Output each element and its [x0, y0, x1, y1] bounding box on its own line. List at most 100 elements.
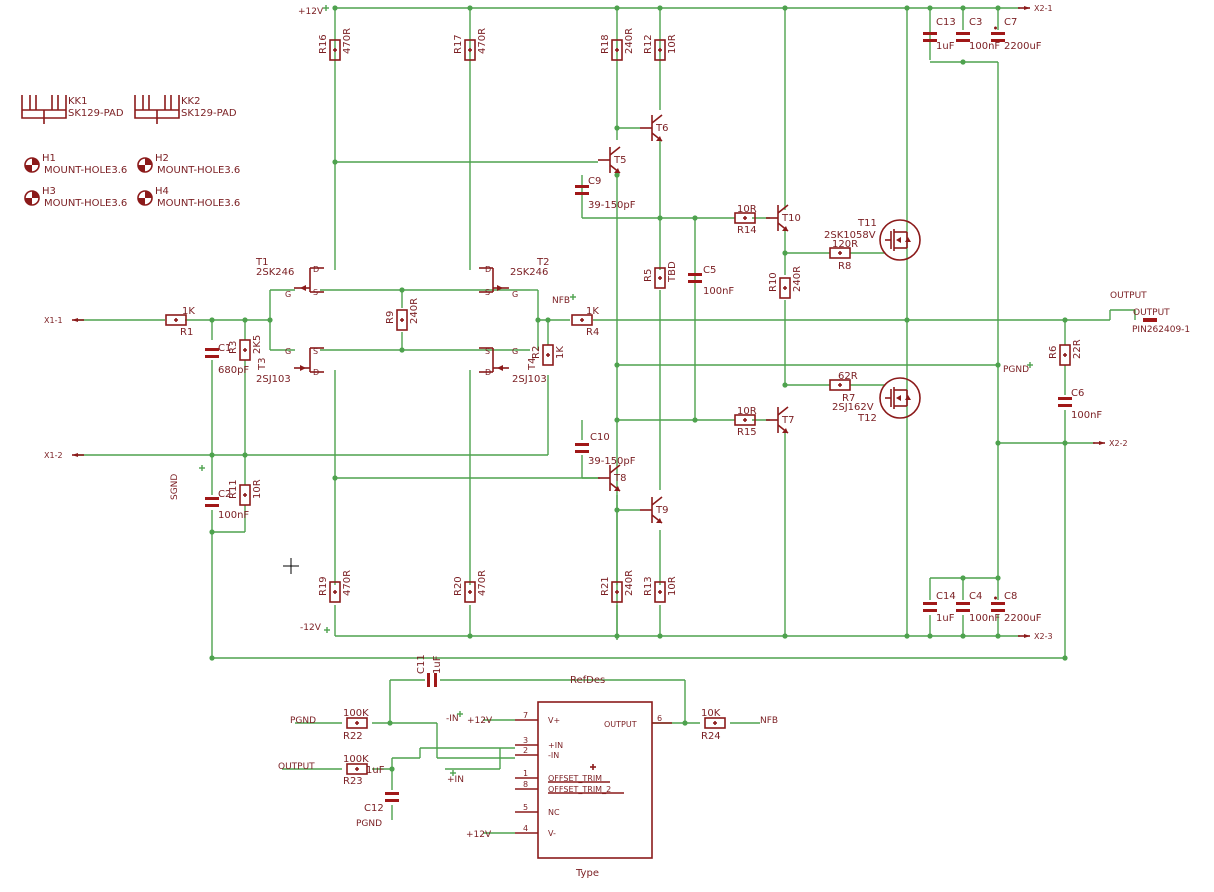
capacitor-value: 100nF	[969, 613, 1000, 624]
junction-dot	[904, 317, 910, 323]
net-label: NFB	[552, 296, 570, 306]
resistor-value: 470R	[477, 28, 488, 54]
net-label: OUTPUT	[1110, 291, 1147, 301]
transistor-name: T2	[536, 257, 549, 268]
transistor-t9: T9	[640, 496, 668, 524]
transistor-t7: T7	[766, 406, 794, 434]
pin-label: G	[285, 290, 291, 299]
connector-pin: X2-2	[1093, 439, 1128, 448]
junction-dot	[209, 452, 215, 458]
net-label: SGND	[170, 474, 180, 500]
transistor-value: 2SK1058V	[824, 230, 876, 241]
pin-label: D	[485, 368, 491, 377]
junction-dot	[399, 347, 405, 353]
junction-dot	[927, 633, 933, 639]
resistor-name: R2	[531, 346, 542, 359]
junction-dot	[960, 633, 966, 639]
opamp-pin-num: 7	[523, 711, 528, 720]
junction-dot	[332, 5, 338, 11]
resistor-value: 240R	[409, 298, 420, 324]
junction-dot	[782, 633, 788, 639]
junction-dot	[904, 5, 910, 11]
capacitor-value: 1uF	[936, 41, 955, 52]
resistor-value: 10R	[667, 576, 678, 596]
junction-dot	[692, 215, 698, 221]
junction-dot	[1062, 440, 1068, 446]
pin-label: S	[313, 347, 318, 356]
junction-dot	[242, 452, 248, 458]
transistor-name: T12	[857, 413, 877, 424]
net-label: +12V	[466, 830, 492, 840]
transistor-name: T1	[255, 257, 268, 268]
hole-name: H3	[42, 186, 56, 197]
heatsink-value: SK129-PAD	[181, 108, 237, 119]
pin-label: S	[313, 288, 318, 297]
resistor-name: R16	[318, 34, 329, 54]
resistor-name: R3	[228, 341, 239, 354]
opamp-pin-num: 6	[657, 714, 662, 723]
transistor-value: 2SK246	[256, 267, 294, 278]
capacitor-value: 100nF	[1071, 410, 1102, 421]
transistor-value: 2SJ103	[512, 374, 547, 385]
junction-dot	[927, 5, 933, 11]
junction-dot	[387, 720, 393, 726]
net-label: -IN	[446, 714, 459, 724]
net-label: OUTPUT	[278, 762, 315, 772]
capacitor-name: C3	[969, 17, 982, 28]
transistor-value: 2SJ162V	[832, 402, 874, 413]
net-label: PGND	[356, 819, 382, 829]
capacitor-name: C2	[218, 489, 231, 500]
resistor-value: 240R	[624, 570, 635, 596]
resistor-name: R23	[343, 776, 363, 787]
connector-pin: X2-1	[1018, 4, 1053, 13]
crosshair-icon	[283, 558, 299, 574]
capacitor-value: 1uF	[432, 655, 443, 674]
junction-dot	[657, 215, 663, 221]
opamp-pin-label: -IN	[548, 751, 559, 760]
transistor-name: T11	[857, 218, 877, 229]
hole-value: MOUNT-HOLE3.6	[44, 165, 127, 176]
net-label: +12V	[467, 716, 493, 726]
resistor-name: R9	[385, 311, 396, 324]
pin-label: S	[485, 347, 490, 356]
pin-name: OUTPUT	[1133, 308, 1170, 318]
opamp-type: Type	[575, 868, 599, 879]
hole-value: MOUNT-HOLE3.6	[157, 198, 240, 209]
connector-label: X2-2	[1109, 439, 1128, 448]
capacitor-name: C13	[936, 17, 956, 28]
junction-dot	[332, 159, 338, 165]
junction-dot	[332, 475, 338, 481]
capacitor-value: 100nF	[703, 286, 734, 297]
junction-dot	[467, 633, 473, 639]
opamp-refdes: RefDes	[570, 675, 605, 686]
capacitor-name: C6	[1071, 388, 1084, 399]
capacitor-value: 680pF	[218, 365, 249, 376]
heatsink-value: SK129-PAD	[68, 108, 124, 119]
resistor-name: R19	[318, 576, 329, 596]
net-label: +12V	[298, 7, 324, 17]
opamp-pin-num: 8	[523, 780, 528, 789]
resistor-value: 10R	[737, 406, 757, 417]
opamp-pin-label: V+	[548, 716, 560, 725]
resistor-value: 10K	[701, 708, 721, 719]
junction-dot	[1062, 655, 1068, 661]
transistor-t2	[479, 267, 509, 293]
capacitor-c6: C6 100nF	[1058, 388, 1102, 421]
transistor-name: T10	[781, 213, 801, 224]
transistor-t3	[294, 347, 324, 373]
